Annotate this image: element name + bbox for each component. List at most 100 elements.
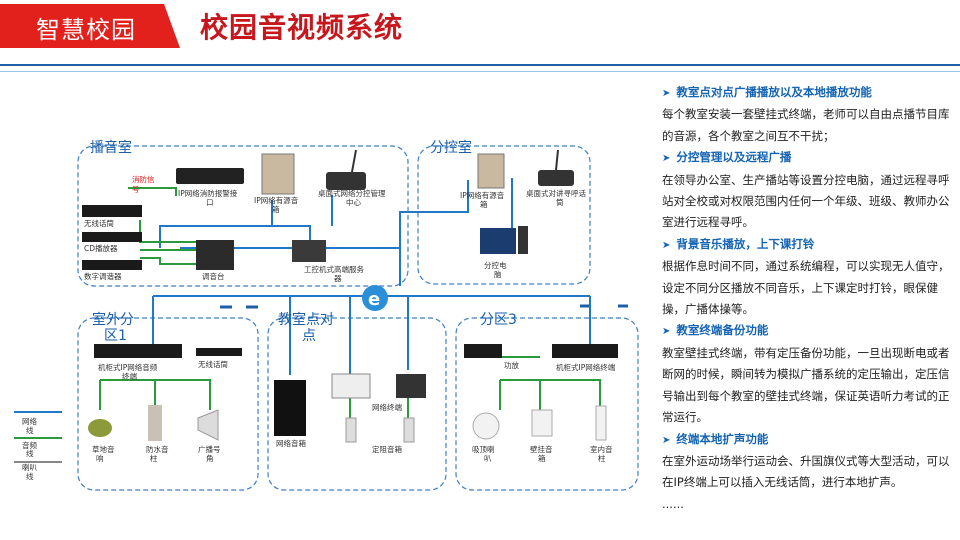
label-column-b: 柱 <box>150 453 158 463</box>
label-server-a: 工控机式高端服务 <box>304 264 364 274</box>
rack-terminal-icon <box>94 344 182 358</box>
branch-pc-icon <box>480 226 528 254</box>
desk-controller-icon <box>326 149 366 190</box>
label-classroom-b: 点 <box>302 328 316 344</box>
label-horn-a: 广播号 <box>198 444 221 454</box>
svg-text:e: e <box>368 289 380 310</box>
feature-text-3: 根据作息时间不同，通过系统编程，可以实现无人值守，设定不同分区播放不同音乐，上下… <box>662 259 950 317</box>
network-terminal-icon-2 <box>396 374 426 398</box>
feature-title-1: ➤ 教室点对点广播播放以及本地播放功能 <box>662 82 954 104</box>
feature-title-4-text: 教室终端备份功能 <box>676 323 769 338</box>
legend-speaker-a: 喇叭 <box>22 462 37 472</box>
label-fire-panel-a: IP网络消防报警接 <box>178 188 238 198</box>
ip-speaker-icon <box>261 153 295 195</box>
zone-broadcast-room <box>77 145 409 287</box>
feature-text-5: 在室外运动场举行运动会、升国旗仪式等大型活动，可以在IP终端上可以插入无线话筒，… <box>662 453 950 490</box>
label-wall-a: 壁挂音 <box>530 444 553 454</box>
header-tab-label: 智慧校园 <box>36 16 136 44</box>
feature-title-3: ➤背景音乐播放，上下课打铃 <box>662 234 954 256</box>
desk-intercom-icon <box>538 149 574 186</box>
audio-lines <box>99 187 601 420</box>
system-diagram: e 播音室 分控室 室外分 区1 教室点对 点 分区3 消防信 号 IP网络消防… <box>14 139 639 491</box>
label-digital-tuner: 数字调谐器 <box>84 271 122 281</box>
label-wireless-mic: 无线话筒 <box>84 218 114 228</box>
label-zone-3: 分区3 <box>480 312 517 328</box>
header-tab: 智慧校园 <box>0 4 180 48</box>
chevron-icon: ➤ <box>662 434 671 446</box>
zone-outdoor-1 <box>77 317 259 491</box>
label-net-speaker: 网络音箱 <box>276 438 306 448</box>
label-desk-intercom-a: 桌面式对讲寻呼话 <box>526 188 586 198</box>
network-speaker-icon <box>274 380 306 436</box>
chevron-icon: ➤ <box>662 88 671 99</box>
feature-panel: ➤教室点对点广播播放以及本地播放功能 每个教室安装一套壁挂式终端，老师可以自由点… <box>662 82 954 515</box>
outdoor-wireless-mic-icon <box>196 348 242 356</box>
wireless-mic-receiver-icon <box>82 205 142 217</box>
label-fire-signal-b: 号 <box>132 185 140 194</box>
label-outdoor-1a: 室外分 <box>92 311 134 328</box>
label-ip-speaker-a: IP网络有源音 <box>254 195 299 205</box>
network-hub-icon: e <box>362 285 388 311</box>
label-broadcast-room: 播音室 <box>90 139 132 156</box>
label-desk-intercom-b: 筒 <box>556 197 564 207</box>
label-net-terminal: 网络终端 <box>372 402 402 412</box>
legend: 网络 线 音频 线 喇叭 线 <box>14 411 62 481</box>
legend-audio-a: 音频 <box>22 440 37 450</box>
label-rack-terminal-3: 机柜式IP网络终端 <box>556 362 616 372</box>
label-wall-b: 箱 <box>538 453 546 463</box>
feature-title-5: ➤ 终端本地扩声功能 <box>662 429 954 451</box>
grass-speaker-icon <box>88 419 112 437</box>
feature-text-4: 教室壁挂式终端，带有定压备份功能，一旦出现断电或者断网的时候，瞬间转为模拟广播系… <box>662 345 950 425</box>
label-fixed-speaker: 定阻音箱 <box>372 444 402 454</box>
label-branch-speaker-a: IP网络有源音 <box>460 190 505 200</box>
ellipsis: ...... <box>662 496 684 511</box>
legend-network-a: 网络 <box>22 416 37 426</box>
label-fire-signal-a: 消防信 <box>132 174 155 184</box>
label-classroom-a: 教室点对 <box>278 311 334 328</box>
feature-title-2: ➤ 分控管理以及远程广播 <box>662 147 954 169</box>
header-divider-thin <box>0 71 960 72</box>
header-divider <box>0 64 960 66</box>
label-branch-pc-a: 分控电 <box>484 260 507 270</box>
label-outdoor-1b: 区1 <box>104 328 127 344</box>
label-branch-pc-b: 脑 <box>494 269 502 279</box>
chevron-icon: ➤ <box>662 153 671 165</box>
label-desk-ctrl-a: 桌面式网络分控管理 <box>318 188 386 198</box>
label-rack-terminal-a: 机柜式IP网络音频 <box>98 362 158 372</box>
label-indoor-col-a: 室内音 <box>590 444 613 454</box>
label-column-a: 防水音 <box>146 444 169 454</box>
label-branch-speaker-b: 箱 <box>480 199 488 209</box>
label-indoor-col-b: 柱 <box>598 453 606 463</box>
label-ceiling-b: 叭 <box>484 454 492 463</box>
label-fire-panel-b: 口 <box>206 198 214 207</box>
wall-speaker-icon <box>531 409 553 437</box>
network-terminal-icon-1 <box>331 373 371 399</box>
chevron-icon: ➤ <box>662 326 671 338</box>
label-horn-b: 角 <box>206 453 214 463</box>
label-server-b: 器 <box>334 274 342 283</box>
label-grass-a: 草地音 <box>92 444 115 454</box>
zone-branch-control <box>417 145 591 285</box>
mixer-icon <box>196 240 234 270</box>
feature-title-5-text: 终端本地扩声功能 <box>676 431 769 446</box>
amplifier-icon <box>464 344 502 358</box>
legend-speaker-b: 线 <box>26 471 34 481</box>
label-amp: 功放 <box>504 360 519 370</box>
label-mixer: 调音台 <box>202 271 225 281</box>
fixed-speaker-icon-2 <box>403 417 415 443</box>
label-branch-control: 分控室 <box>430 139 472 156</box>
page-title: 校园音视频系统 <box>200 11 404 44</box>
feature-title-1-text: 教室点对点广播播放以及本地播放功能 <box>676 85 872 99</box>
label-cd-player: CD播放器 <box>84 243 118 253</box>
fixed-speaker-icon-1 <box>345 417 357 443</box>
zone-3 <box>455 317 639 491</box>
column-speaker-icon <box>148 405 162 441</box>
horn-speaker-icon <box>197 409 219 441</box>
feature-text-2: 在领导办公室、生产播站等设置分控电脑，通过远程寻呼站对全校或对权限范围内任何一个… <box>662 172 950 230</box>
rack-terminal-3-icon <box>552 344 618 358</box>
cd-player-icon <box>82 232 142 242</box>
feature-title-2-text: 分控管理以及远程广播 <box>676 150 792 165</box>
ceiling-speaker-icon <box>472 412 500 440</box>
label-ceiling-a: 吸顶喇 <box>472 444 495 454</box>
feature-title-3-text: 背景音乐播放，上下课打铃 <box>676 236 815 251</box>
